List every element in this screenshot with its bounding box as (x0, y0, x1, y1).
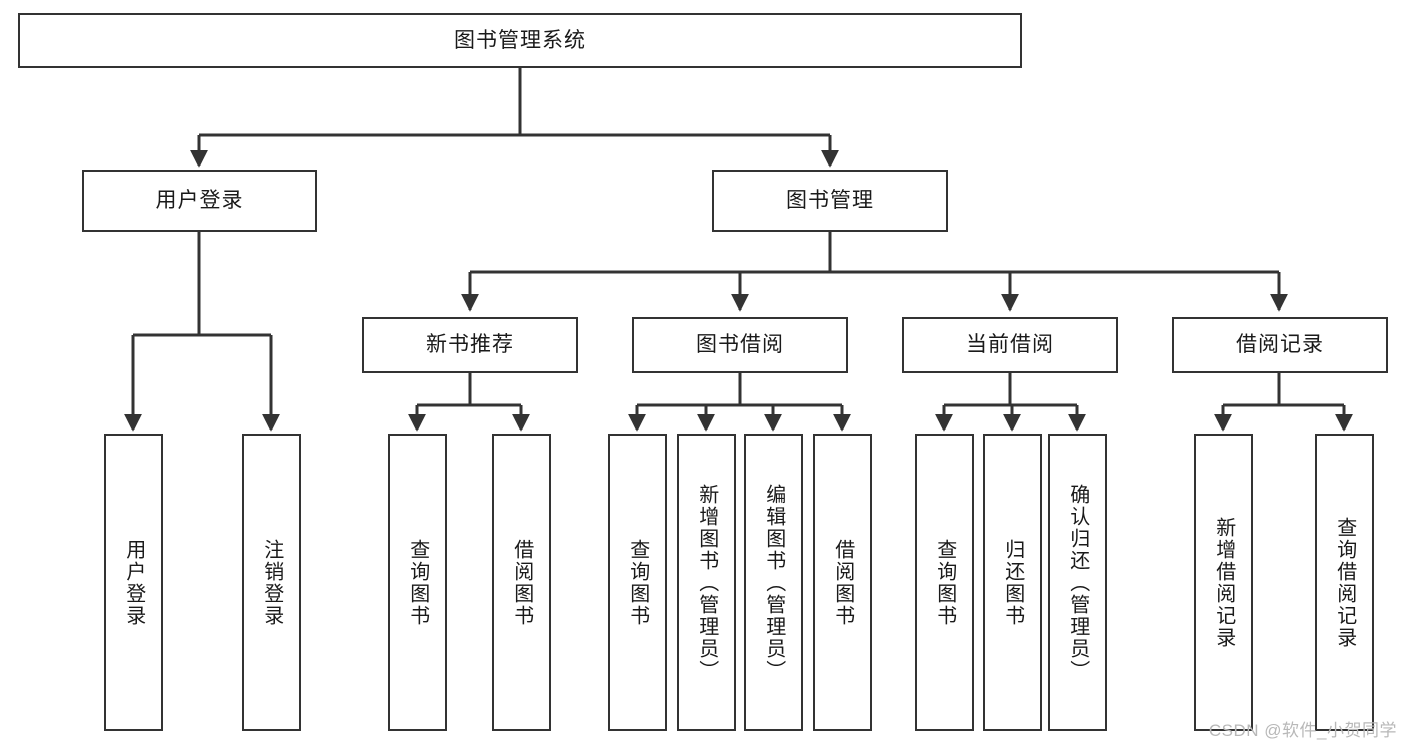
node-leaf-borrow-book-1[interactable]: 借阅图书 (492, 434, 551, 731)
node-user-login-label: 用户登录 (155, 189, 244, 213)
node-current-borrow-label: 当前借阅 (966, 333, 1054, 357)
node-book-borrow-label: 图书借阅 (696, 333, 784, 357)
node-leaf-query-record-label: 查询借阅记录 (1333, 516, 1356, 649)
node-book-manage-label: 图书管理 (786, 189, 874, 213)
node-leaf-logout-label: 注销登录 (260, 538, 283, 627)
node-leaf-confirm-return-label: 确认归还（管理员） (1066, 483, 1089, 682)
node-leaf-edit-book-label: 编辑图书（管理员） (762, 483, 785, 682)
node-leaf-borrow-book-2[interactable]: 借阅图书 (813, 434, 872, 731)
watermark: CSDN @软件_小贺同学 (1208, 721, 1397, 740)
node-leaf-query-book-2[interactable]: 查询图书 (608, 434, 667, 731)
node-leaf-query-book-2-label: 查询图书 (626, 538, 649, 627)
node-leaf-add-book-label: 新增图书（管理员） (695, 483, 718, 682)
node-leaf-return-book[interactable]: 归还图书 (983, 434, 1042, 731)
node-new-book-recommend-label: 新书推荐 (426, 333, 514, 357)
node-leaf-user-login-label: 用户登录 (122, 538, 145, 627)
node-leaf-query-book-3[interactable]: 查询图书 (915, 434, 974, 731)
node-borrow-record[interactable]: 借阅记录 (1172, 317, 1388, 373)
node-leaf-return-book-label: 归还图书 (1001, 538, 1024, 627)
node-new-book-recommend[interactable]: 新书推荐 (362, 317, 578, 373)
node-current-borrow[interactable]: 当前借阅 (902, 317, 1118, 373)
node-leaf-user-login[interactable]: 用户登录 (104, 434, 163, 731)
node-root-label: 图书管理系统 (454, 28, 586, 52)
node-leaf-edit-book[interactable]: 编辑图书（管理员） (744, 434, 803, 731)
node-leaf-add-book[interactable]: 新增图书（管理员） (677, 434, 736, 731)
node-borrow-record-label: 借阅记录 (1236, 333, 1324, 357)
node-leaf-add-record-label: 新增借阅记录 (1212, 516, 1235, 649)
node-leaf-logout[interactable]: 注销登录 (242, 434, 301, 731)
node-leaf-add-record[interactable]: 新增借阅记录 (1194, 434, 1253, 731)
node-leaf-query-book-3-label: 查询图书 (933, 538, 956, 627)
node-leaf-query-book-1-label: 查询图书 (406, 538, 429, 627)
node-book-borrow[interactable]: 图书借阅 (632, 317, 848, 373)
node-leaf-query-record[interactable]: 查询借阅记录 (1315, 434, 1374, 731)
node-leaf-confirm-return[interactable]: 确认归还（管理员） (1048, 434, 1107, 731)
node-root[interactable]: 图书管理系统 (18, 13, 1022, 68)
node-leaf-borrow-book-2-label: 借阅图书 (831, 538, 854, 627)
node-user-login[interactable]: 用户登录 (82, 170, 317, 232)
node-book-manage[interactable]: 图书管理 (712, 170, 948, 232)
node-leaf-query-book-1[interactable]: 查询图书 (388, 434, 447, 731)
node-leaf-borrow-book-1-label: 借阅图书 (510, 538, 533, 627)
